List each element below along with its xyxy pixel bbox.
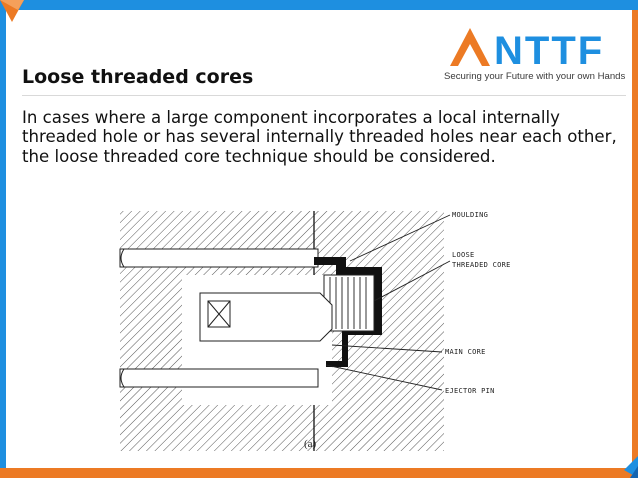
loose-threaded-core-diagram: MOULDING LOOSE THREADED CORE MAIN CORE E… xyxy=(119,211,511,451)
corner-flag-bottom-right xyxy=(624,456,638,478)
label-ejector-pin: EJECTOR PIN xyxy=(445,387,495,395)
ejector-channel-bottom xyxy=(119,368,319,388)
top-accent-bar xyxy=(0,0,638,10)
figure-caption: (a) xyxy=(304,438,317,450)
label-main-core: MAIN CORE xyxy=(445,348,486,356)
logo-triangle-icon xyxy=(450,28,490,66)
leader-lines xyxy=(325,214,451,391)
right-accent-bar xyxy=(632,10,638,468)
nttf-logo: NTTF Securing your Future with your own … xyxy=(444,22,626,90)
ejector-channel-top xyxy=(119,248,319,268)
logo-text: NTTF xyxy=(494,29,604,70)
slide-body-text: In cases where a large component incorpo… xyxy=(22,108,617,166)
label-threaded-core: THREADED CORE xyxy=(452,261,511,269)
label-moulding: MOULDING xyxy=(452,211,488,219)
label-loose: LOOSE xyxy=(452,251,475,259)
slide-title: Loose threaded cores xyxy=(22,66,254,88)
moulding-shape xyxy=(314,257,382,367)
corner-flag-top-left xyxy=(0,0,24,22)
bottom-accent-bar xyxy=(0,468,638,478)
main-core-insert xyxy=(199,292,333,342)
logo-wordmark: NTTF xyxy=(450,28,604,73)
title-divider xyxy=(22,95,626,96)
logo-tagline: Securing your Future with your own Hands xyxy=(444,71,626,82)
left-accent-bar xyxy=(0,10,6,468)
